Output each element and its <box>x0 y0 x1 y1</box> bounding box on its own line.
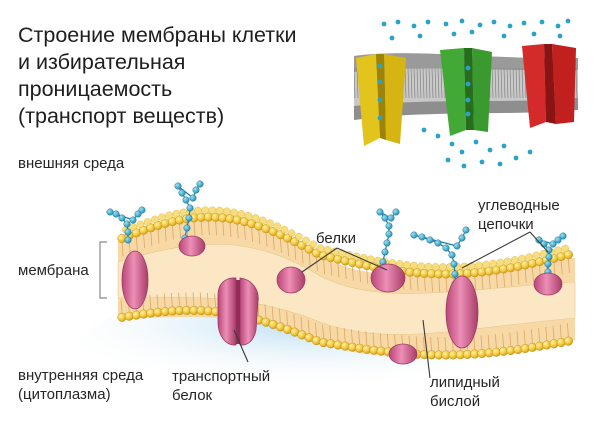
ion-dot-icon <box>444 22 449 27</box>
ion-dot-icon <box>566 19 571 24</box>
title-line: (транспорт веществ) <box>18 103 348 130</box>
channel-inset-image <box>354 18 578 172</box>
bilayer-line: бислой <box>430 392 500 411</box>
ion-dot-icon <box>474 140 479 145</box>
carbohydrate-chain-icon <box>377 209 400 266</box>
ion-dot-icon <box>382 22 387 27</box>
protein-blob-icon <box>122 251 148 309</box>
ion-dot-icon <box>396 20 401 25</box>
lipid-bilayer-label: липидный бислой <box>430 373 500 411</box>
proteins-label: белки <box>316 229 356 248</box>
membrane-brace <box>100 242 107 298</box>
ion-dot-icon <box>522 21 527 26</box>
diagram-title: Строение мембраны клетки и избирательная… <box>18 22 348 130</box>
inner-environment-label: внутренняя среда (цитоплазма) <box>18 366 143 404</box>
ion-dot-icon <box>532 32 537 37</box>
ion-dot-icon <box>412 24 417 29</box>
ion-dot-icon <box>466 82 471 87</box>
outer-environment-label: внешняя среда <box>18 154 124 173</box>
ion-dot-icon <box>492 20 497 25</box>
ion-dot-icon <box>452 32 457 37</box>
ion-dot-icon <box>378 64 383 69</box>
ion-dot-icon <box>436 134 441 139</box>
ion-dot-icon <box>488 148 493 153</box>
ion-dot-icon <box>466 112 471 117</box>
transport-line: белок <box>172 386 270 405</box>
ion-dot-icon <box>528 150 533 155</box>
protein-blob-icon <box>371 264 405 292</box>
protein-blob-icon <box>389 344 417 364</box>
ion-dot-icon <box>470 30 475 35</box>
ion-dot-icon <box>466 66 471 71</box>
title-line: Строение мембраны клетки <box>18 22 348 49</box>
carb-line: цепочки <box>478 215 560 234</box>
transport-line: транспортный <box>172 367 270 386</box>
ion-dot-icon <box>450 142 455 147</box>
protein-blob-icon <box>179 236 205 256</box>
ion-dot-icon <box>540 20 545 25</box>
ion-dot-icon <box>460 150 465 155</box>
ion-dot-icon <box>460 19 465 24</box>
ion-dot-icon <box>498 162 503 167</box>
ion-dot-icon <box>446 158 451 163</box>
ion-dot-icon <box>480 160 485 165</box>
protein-blob-icon <box>534 273 562 295</box>
ion-dot-icon <box>390 36 395 41</box>
protein-blob-icon <box>446 276 478 348</box>
ion-dot-icon <box>478 23 483 28</box>
ion-dot-icon <box>556 24 561 29</box>
carb-line: углеводные <box>478 196 560 215</box>
inner-env-line: (цитоплазма) <box>18 385 143 404</box>
protein-blob-icon <box>277 267 305 293</box>
ion-dot-icon <box>558 34 563 39</box>
ion-dot-icon <box>422 128 427 133</box>
title-line: и избирательная <box>18 49 348 76</box>
ion-dot-icon <box>502 144 507 149</box>
transport-protein-label: транспортный белок <box>172 367 270 405</box>
transport-protein-icon <box>218 278 258 345</box>
ion-dot-icon <box>426 20 431 25</box>
carbohydrate-chains-label: углеводные цепочки <box>478 196 560 234</box>
bilayer-line: липидный <box>430 373 500 392</box>
ion-dot-icon <box>508 24 513 29</box>
ion-dot-icon <box>502 34 507 39</box>
ion-dot-icon <box>378 98 383 103</box>
ion-channel-illustration <box>354 18 578 172</box>
title-line: проницаемость <box>18 76 348 103</box>
ion-dot-icon <box>378 80 383 85</box>
membrane-label: мембрана <box>18 261 89 280</box>
ion-dot-icon <box>462 164 467 169</box>
ion-dot-icon <box>418 34 423 39</box>
ion-dot-icon <box>466 98 471 103</box>
ion-dot-icon <box>514 156 519 161</box>
ion-dot-icon <box>378 116 383 121</box>
red-channel-icon <box>522 44 576 128</box>
inner-env-line: внутренняя среда <box>18 366 143 385</box>
